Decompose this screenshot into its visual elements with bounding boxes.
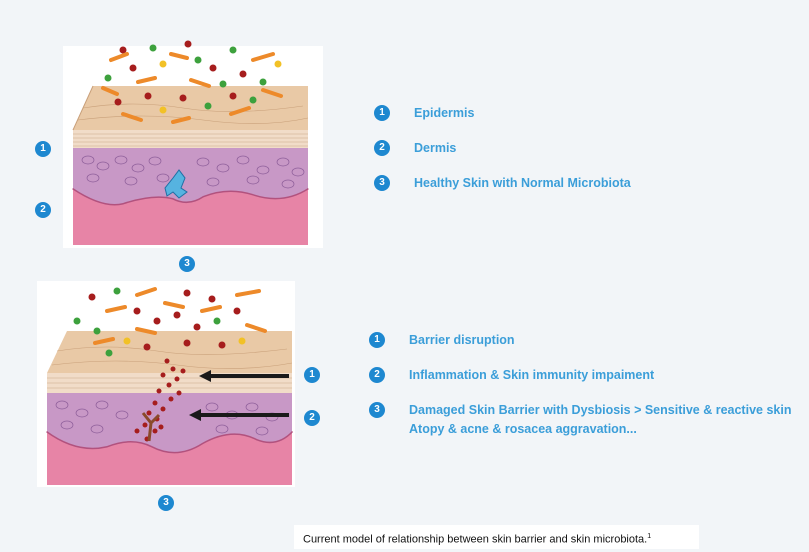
healthy-badge-1: 1 — [35, 141, 51, 157]
caption-text: Current model of relationship between sk… — [303, 533, 648, 546]
caption-footnote-ref: 1 — [647, 533, 652, 540]
legend-badge: 2 — [369, 367, 385, 383]
legend-label-barrier-disruption: Barrier disruption — [409, 333, 515, 347]
legend-label-epidermis: Epidermis — [414, 106, 475, 120]
legend-badge: 2 — [374, 140, 390, 156]
healthy-legend: 1 Epidermis 2 Dermis 3 Healthy Skin with… — [374, 105, 631, 210]
figure-caption: Current model of relationship between sk… — [294, 525, 699, 549]
legend-badge: 1 — [369, 332, 385, 348]
legend-label-inflammation: Inflammation & Skin immunity impaiment — [409, 368, 655, 382]
legend-badge: 3 — [374, 175, 390, 191]
legend-badge: 3 — [369, 402, 385, 418]
legend-label-dermis: Dermis — [414, 141, 457, 155]
damaged-badge-3: 3 — [158, 495, 174, 511]
damaged-badge-2: 2 — [304, 410, 320, 426]
legend-item-healthy-skin: 3 Healthy Skin with Normal Microbiota — [374, 175, 631, 210]
damaged-skin-illustration — [46, 287, 294, 485]
healthy-skin-illustration — [72, 40, 309, 245]
legend-item-damaged-skin: 3 Damaged Skin Barrier with Dysbiosis > … — [369, 402, 799, 439]
legend-item-epidermis: 1 Epidermis — [374, 105, 631, 140]
legend-label-healthy-skin: Healthy Skin with Normal Microbiota — [414, 176, 631, 190]
damaged-badge-1: 1 — [304, 367, 320, 383]
healthy-badge-2: 2 — [35, 202, 51, 218]
legend-badge: 1 — [374, 105, 390, 121]
legend-item-barrier-disruption: 1 Barrier disruption — [369, 332, 799, 367]
legend-item-inflammation: 2 Inflammation & Skin immunity impaiment — [369, 367, 799, 402]
legend-label-damaged-skin: Damaged Skin Barrier with Dysbiosis > Se… — [409, 403, 792, 436]
damaged-legend: 1 Barrier disruption 2 Inflammation & Sk… — [369, 332, 799, 439]
healthy-badge-3: 3 — [179, 256, 195, 272]
legend-item-dermis: 2 Dermis — [374, 140, 631, 175]
